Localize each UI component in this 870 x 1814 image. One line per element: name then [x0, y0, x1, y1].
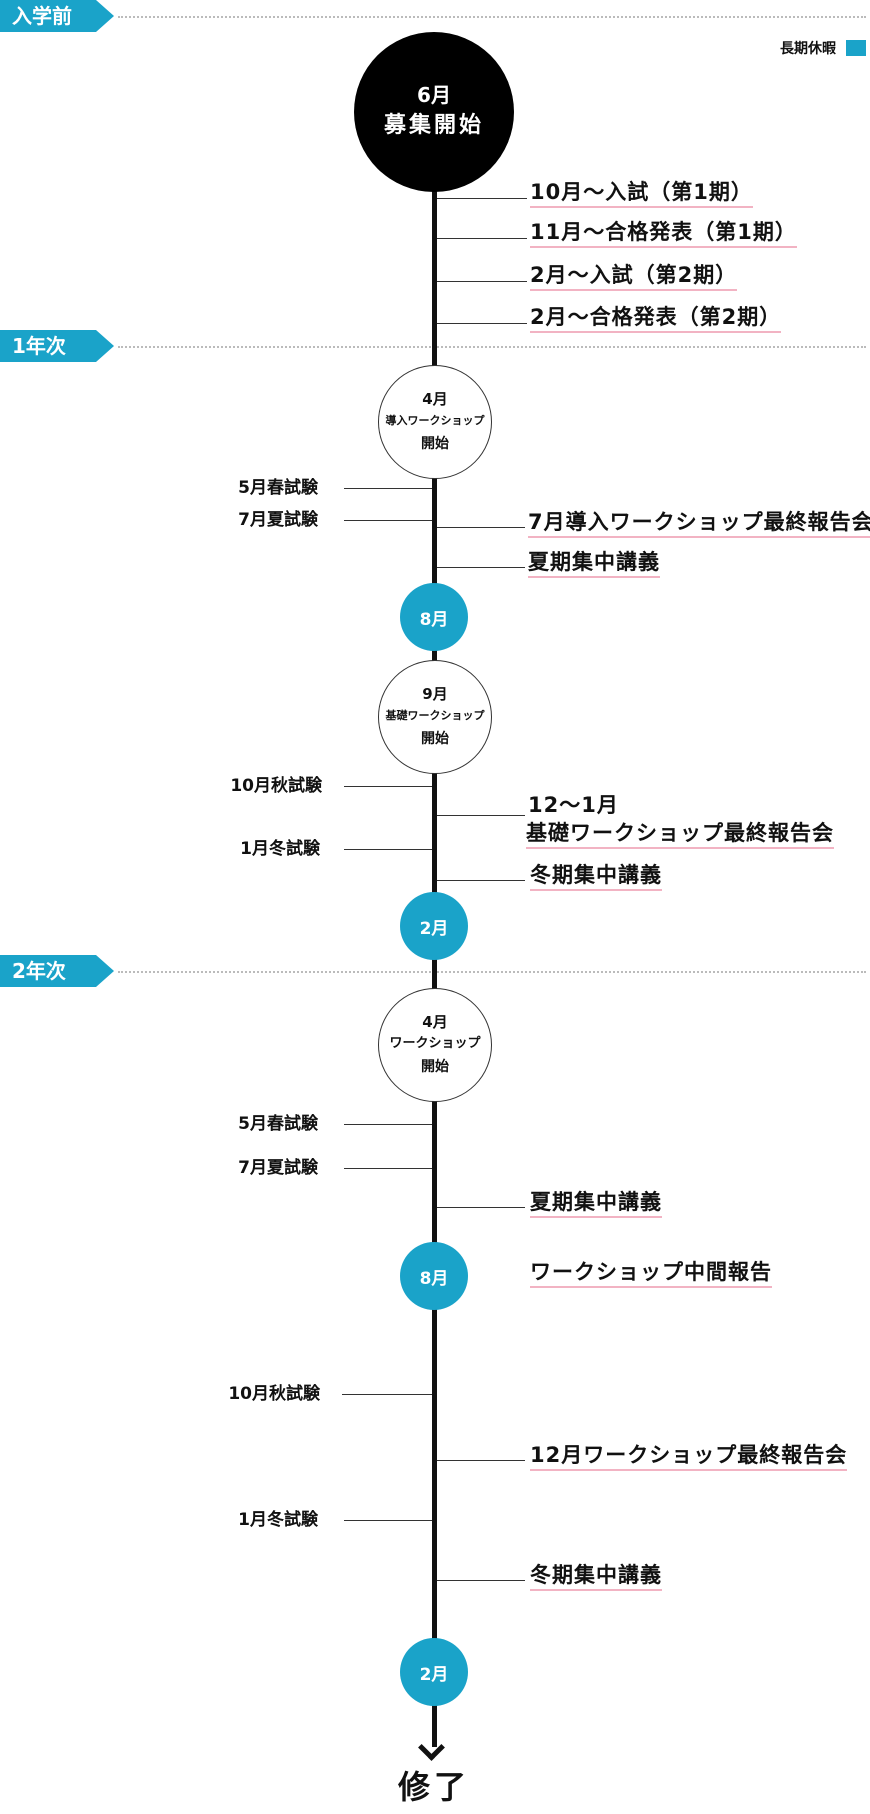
exam-winter-y2: 1月冬試験: [238, 1510, 318, 1530]
node-sub: 開始: [421, 436, 449, 452]
node-label: 募集開始: [383, 113, 484, 138]
exam-spring-y1: 5月春試験: [238, 478, 318, 498]
event-exam-phase1: 10月〜入試（第1期）: [530, 178, 753, 208]
branch-line: [342, 1394, 432, 1395]
legend-label: 長期休暇: [780, 41, 836, 57]
node-basic-workshop: 9月 基礎ワークショップ 開始: [378, 660, 492, 774]
timeline-arrowhead-icon: [418, 1734, 445, 1761]
branch-line: [437, 281, 527, 282]
exam-spring-y2: 5月春試験: [238, 1114, 318, 1134]
event-results-phase2: 2月〜合格発表（第2期）: [530, 303, 782, 333]
break-summer-y2: 8月: [400, 1242, 468, 1310]
legend: 長期休暇: [780, 38, 866, 58]
break-summer-y1: 8月: [400, 583, 468, 651]
node-recruitment-start: 6月 募集開始: [354, 32, 514, 192]
node-month: 4月: [422, 390, 448, 408]
event-exam-phase2: 2月〜入試（第2期）: [530, 261, 738, 291]
section-pre-enrollment: 入学前: [0, 0, 114, 32]
branch-line: [437, 567, 525, 568]
divider-pre-enrollment: [118, 16, 866, 18]
divider-year2: [118, 971, 866, 973]
event-summer-intensive-y2: 夏期集中講義: [530, 1188, 662, 1218]
node-sub: 開始: [421, 731, 449, 747]
branch-line: [437, 1207, 525, 1208]
exam-autumn-y2: 10月秋試験: [228, 1384, 320, 1404]
branch-line: [437, 1460, 525, 1461]
node-month: 4月: [422, 1013, 448, 1031]
node-sub: 開始: [421, 1059, 449, 1075]
section-year1: 1年次: [0, 330, 114, 362]
event-basic-report-period: 12〜1月: [528, 793, 619, 817]
event-results-phase1: 11月〜合格発表（第1期）: [530, 218, 797, 248]
branch-line: [344, 1124, 432, 1125]
completion-label: 修了: [397, 1768, 470, 1806]
node-label: 基礎ワークショップ: [385, 709, 485, 722]
node-label: ワークショップ: [389, 1036, 481, 1051]
branch-line: [344, 1520, 432, 1521]
exam-winter-y1: 1月冬試験: [240, 839, 320, 859]
node-workshop-y2: 4月 ワークショップ 開始: [378, 988, 492, 1102]
branch-line: [437, 323, 527, 324]
exam-summer-y2: 7月夏試験: [238, 1158, 318, 1178]
branch-line: [344, 1168, 432, 1169]
branch-line: [437, 1580, 525, 1581]
section-year2: 2年次: [0, 955, 114, 987]
event-final-report-y2: 12月ワークショップ最終報告会: [530, 1441, 848, 1471]
branch-line: [437, 815, 525, 816]
branch-line: [437, 198, 527, 199]
event-winter-intensive-y1: 冬期集中講義: [530, 861, 662, 891]
break-winter-y1: 2月: [400, 892, 468, 960]
event-midterm-report: ワークショップ中間報告: [530, 1258, 772, 1288]
branch-line: [344, 488, 432, 489]
branch-line: [437, 238, 527, 239]
exam-autumn-y1: 10月秋試験: [230, 776, 322, 796]
branch-line: [344, 786, 432, 787]
branch-line: [344, 520, 432, 521]
branch-line: [437, 527, 525, 528]
event-winter-intensive-y2: 冬期集中講義: [530, 1561, 662, 1591]
event-intro-final-report: 7月導入ワークショップ最終報告会: [528, 508, 870, 538]
node-label: 導入ワークショップ: [385, 414, 485, 427]
node-month: 9月: [422, 685, 448, 703]
break-winter-y2: 2月: [400, 1638, 468, 1706]
node-month: 6月: [417, 83, 451, 107]
event-basic-final-report: 基礎ワークショップ最終報告会: [526, 819, 834, 849]
branch-line: [344, 849, 432, 850]
event-summer-intensive-y1: 夏期集中講義: [528, 548, 660, 578]
legend-swatch: [846, 40, 866, 56]
divider-year1: [118, 346, 866, 348]
exam-summer-y1: 7月夏試験: [238, 510, 318, 530]
node-intro-workshop: 4月 導入ワークショップ 開始: [378, 365, 492, 479]
branch-line: [437, 880, 525, 881]
